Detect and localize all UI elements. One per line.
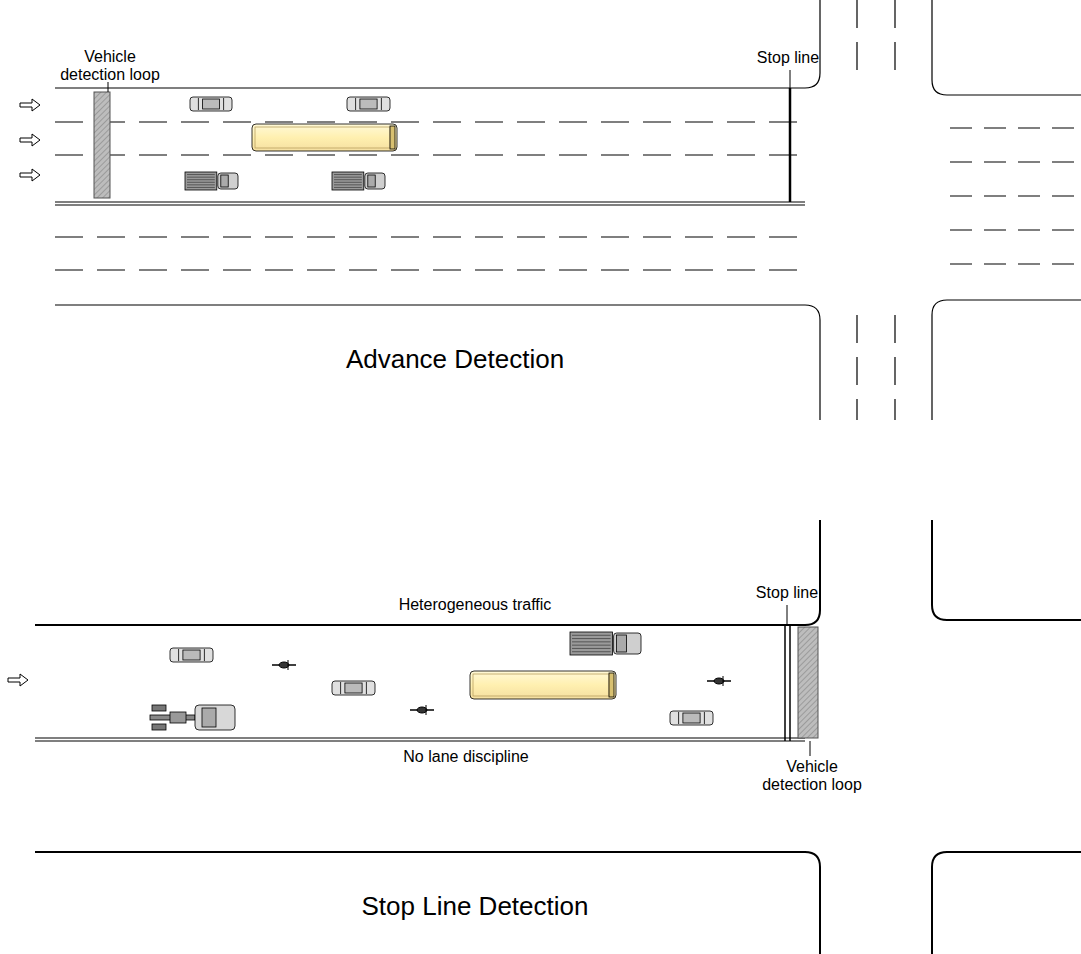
bottom-road <box>35 520 1081 954</box>
car-icon <box>670 711 713 725</box>
detection-loop <box>94 92 110 198</box>
car-icon <box>347 97 390 111</box>
annotation-label: Stop line <box>732 584 842 602</box>
bike-icon <box>272 660 296 670</box>
car-icon <box>190 97 232 111</box>
car-icon <box>332 681 375 695</box>
annotation-label: Stop line <box>733 49 843 67</box>
flow-arrow <box>20 169 40 181</box>
annotation-label: No lane discipline <box>341 748 591 766</box>
panel-caption: Stop Line Detection <box>295 892 655 922</box>
detection-loop <box>798 627 818 738</box>
annotation-label: Vehicle detection loop <box>752 758 872 795</box>
truck-icon <box>570 632 641 655</box>
annotation-label: Heterogeneous traffic <box>350 596 600 614</box>
vehicles <box>8 97 731 730</box>
flow-arrow <box>20 99 40 111</box>
bike-icon <box>707 676 731 686</box>
truck-icon <box>185 172 238 190</box>
flow-arrow <box>8 674 28 686</box>
bus-icon <box>252 124 397 151</box>
bike-icon <box>410 705 434 715</box>
top-road <box>55 0 1081 420</box>
annotation-label: Vehicle detection loop <box>50 48 170 85</box>
panel-caption: Advance Detection <box>275 345 635 375</box>
car-icon <box>170 648 213 662</box>
tractor-icon <box>150 705 235 730</box>
truck-icon <box>332 172 385 190</box>
bus-icon <box>470 671 616 699</box>
flow-arrow <box>20 134 40 146</box>
